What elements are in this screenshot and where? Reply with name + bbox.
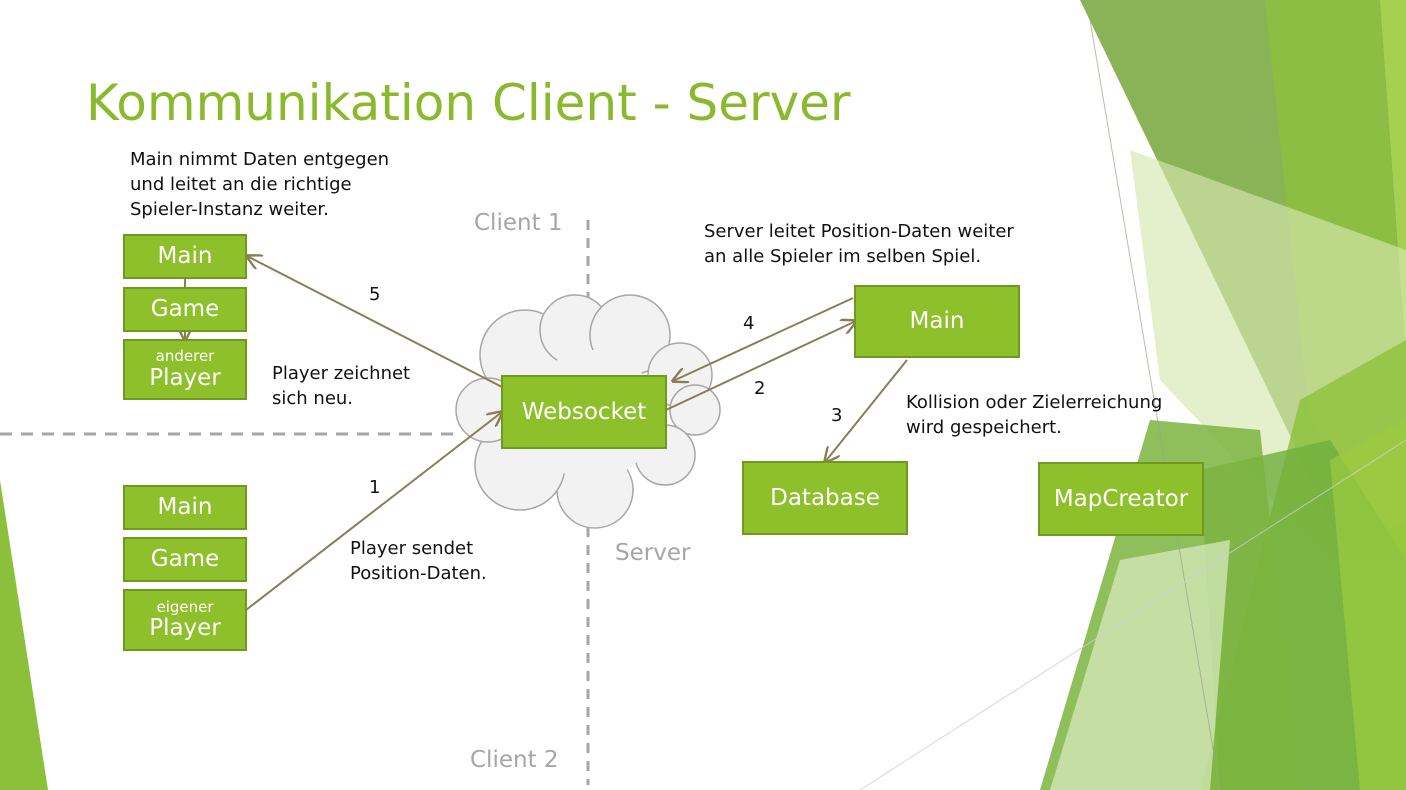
client1-main-box: Main — [123, 234, 247, 279]
step-label-3: 3 — [831, 405, 843, 426]
step-label-1: 1 — [369, 477, 381, 498]
box-label: Database — [770, 484, 880, 511]
arrow-step-4 — [673, 297, 854, 381]
note-player-sends: Player sendet Position-Daten. — [350, 538, 487, 584]
deco-shape — [1050, 540, 1230, 790]
box-label: Player — [149, 615, 221, 642]
mapcreator-box: MapCreator — [1038, 462, 1204, 536]
client1-game-box: Game — [123, 287, 247, 332]
client2-main-box: Main — [123, 485, 247, 530]
note-collision: Kollision oder Zielerreichung wird gespe… — [906, 392, 1163, 438]
note-server-forwards: Server leitet Position-Daten weiter an a… — [704, 221, 1014, 267]
box-sublabel: eigener — [156, 597, 214, 616]
arrows — [185, 256, 908, 611]
arrow-step-3 — [825, 359, 908, 462]
box-label: Main — [909, 308, 965, 335]
step-label-5: 5 — [369, 284, 381, 305]
database-box: Database — [742, 461, 908, 535]
client2-game-box: Game — [123, 537, 247, 582]
note-player-redraws: Player zeichnet sich neu. — [272, 363, 411, 409]
box-label: Main — [157, 494, 213, 521]
arrow-step-2 — [665, 321, 856, 411]
box-label: MapCreator — [1053, 485, 1189, 512]
box-label: Game — [150, 546, 220, 573]
arrow-step-5 — [247, 256, 503, 388]
deco-line — [1089, 19, 1221, 790]
box-label: Main — [157, 243, 213, 270]
note-main-receives: Main nimmt Daten entgegen und leitet an … — [130, 149, 390, 220]
client1-player-box: anderer Player — [123, 339, 247, 400]
websocket-box: Websocket — [501, 375, 667, 449]
region-label-client1: Client 1 — [474, 210, 563, 236]
server-main-box: Main — [854, 285, 1020, 358]
box-label: Websocket — [521, 398, 647, 425]
deco-shape — [0, 480, 48, 790]
arrow-step-1 — [245, 412, 502, 611]
client2-player-box: eigener Player — [123, 589, 247, 651]
step-label-2: 2 — [754, 378, 766, 399]
page-title: Kommunikation Client - Server — [86, 74, 851, 132]
box-sublabel: anderer — [155, 347, 215, 366]
cloud-part — [669, 384, 721, 436]
region-label-client2: Client 2 — [470, 747, 559, 773]
box-label: Player — [149, 364, 221, 391]
region-dividers — [0, 220, 590, 785]
deco-line — [859, 439, 1406, 790]
deco-shape — [1330, 420, 1406, 790]
step-label-4: 4 — [743, 313, 755, 334]
region-label-server: Server — [615, 540, 691, 566]
box-label: Game — [150, 296, 220, 323]
